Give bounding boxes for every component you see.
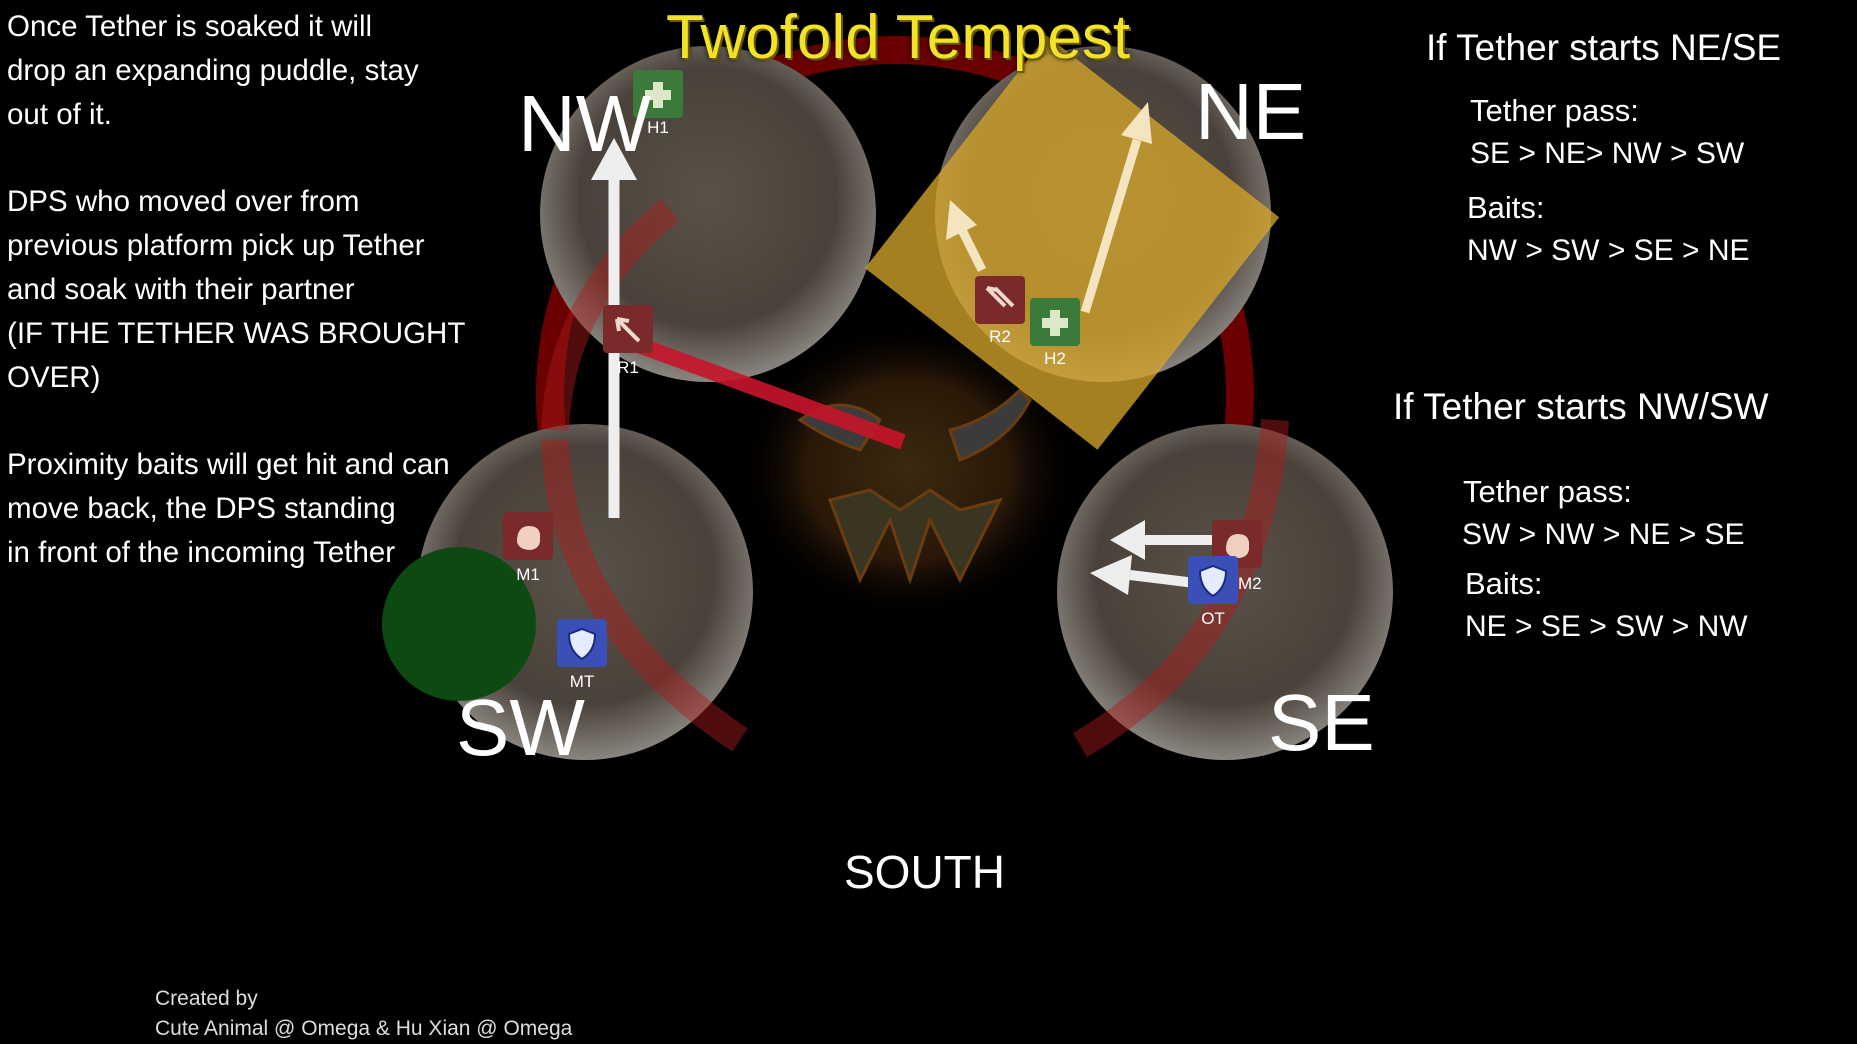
baits-label-nw-sw: Baits:	[1465, 566, 1543, 601]
boss-emblem	[738, 320, 1078, 620]
credit-line-1: Created by	[155, 987, 258, 1010]
baits-label-ne-se: Baits:	[1467, 190, 1545, 225]
player-label-m1: M1	[516, 565, 540, 584]
note-proximity: Proximity baits will get hit and can mov…	[7, 448, 450, 569]
compass-south: SOUTH	[844, 846, 1005, 898]
puddle-square-ne	[865, 35, 1280, 450]
ring-overlay-nw	[541, 199, 679, 431]
note-dps-tether: DPS who moved over from previous platfor…	[7, 185, 466, 394]
player-label-h1: H1	[647, 118, 669, 137]
tether-pass-label-nw-sw: Tether pass:	[1463, 474, 1632, 509]
player-r1[interactable]: R1	[603, 305, 653, 377]
credit-line-2: Cute Animal @ Omega & Hu Xian @ Omega	[155, 1017, 573, 1040]
diagram-title: Twofold Tempest	[666, 3, 1131, 72]
ring-overlay-se	[1072, 419, 1289, 758]
compass-se: SE	[1268, 678, 1375, 767]
tether-pass-label-ne-se: Tether pass:	[1470, 93, 1639, 128]
platform-nw	[540, 46, 876, 382]
baits-order-ne-se: NW > SW > SE > NE	[1467, 234, 1750, 267]
baits-order-nw-sw: NE > SE > SW > NW	[1465, 610, 1748, 643]
compass-nw: NW	[518, 79, 652, 168]
ring-overlay-sw	[541, 439, 748, 752]
tether-pass-order-ne-se: SE > NE> NW > SW	[1470, 137, 1745, 170]
player-mt[interactable]: MT	[557, 619, 607, 691]
heading-nw-sw: If Tether starts NW/SW	[1393, 386, 1769, 427]
player-label-r1: R1	[617, 358, 639, 377]
player-h1[interactable]: H1	[633, 70, 683, 137]
compass-ne: NE	[1195, 67, 1307, 156]
player-label-h2: H2	[1044, 349, 1066, 368]
player-label-r2: R2	[989, 327, 1011, 346]
player-label-mt: MT	[570, 672, 595, 691]
soak-circle-sw	[382, 547, 536, 701]
player-r2[interactable]: R2	[975, 276, 1025, 346]
tether-pass-order-nw-sw: SW > NW > NE > SE	[1462, 518, 1745, 551]
player-ot[interactable]: OT	[1188, 556, 1238, 628]
note-puddle: Once Tether is soaked it will drop an ex…	[7, 10, 419, 131]
tether-line	[622, 332, 906, 450]
player-label-ot: OT	[1201, 609, 1225, 628]
player-h2[interactable]: H2	[1030, 298, 1080, 368]
heading-ne-se: If Tether starts NE/SE	[1426, 27, 1782, 68]
player-label-m2: M2	[1238, 574, 1262, 593]
player-m1[interactable]: M1	[503, 512, 553, 584]
compass-sw: SW	[456, 683, 585, 772]
